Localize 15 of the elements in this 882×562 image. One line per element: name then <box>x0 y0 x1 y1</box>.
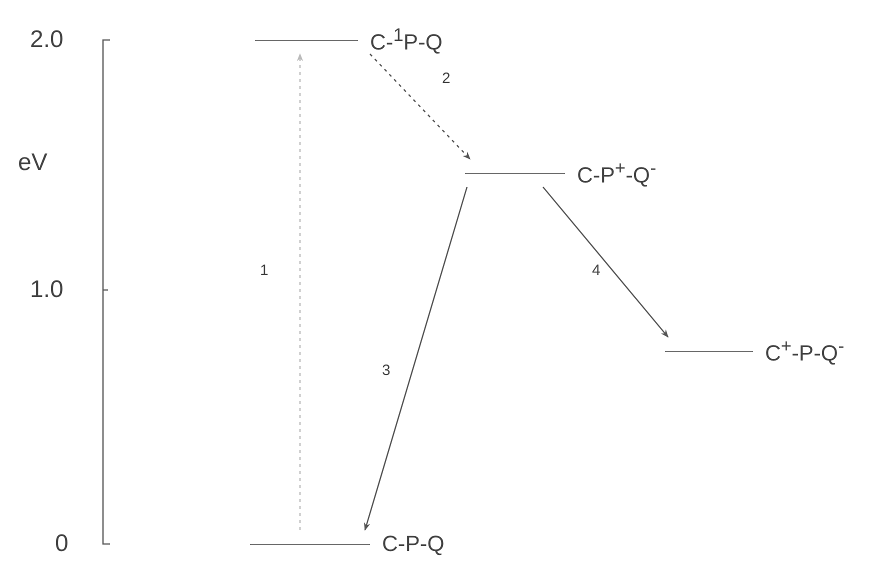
arrow <box>370 54 471 160</box>
tick-label: 0 <box>55 531 68 557</box>
tick-label: 2.0 <box>30 27 64 53</box>
arrow <box>364 186 468 531</box>
axis-unit: eV <box>18 150 48 176</box>
state-label: C-$^{1}$P-Q <box>370 24 443 56</box>
state-label: C$^{+}$-P-Q$^{-}$ <box>765 335 844 367</box>
arrow <box>296 53 304 530</box>
energy-level <box>665 338 844 364</box>
arrow <box>542 186 668 338</box>
energy-level <box>465 160 656 186</box>
state-label: C-P-Q <box>382 531 444 557</box>
tick-label: 1.0 <box>30 277 64 303</box>
state-label: C-P$^{+}$-Q$^{-}$ <box>577 157 656 189</box>
energy-level <box>255 27 443 53</box>
